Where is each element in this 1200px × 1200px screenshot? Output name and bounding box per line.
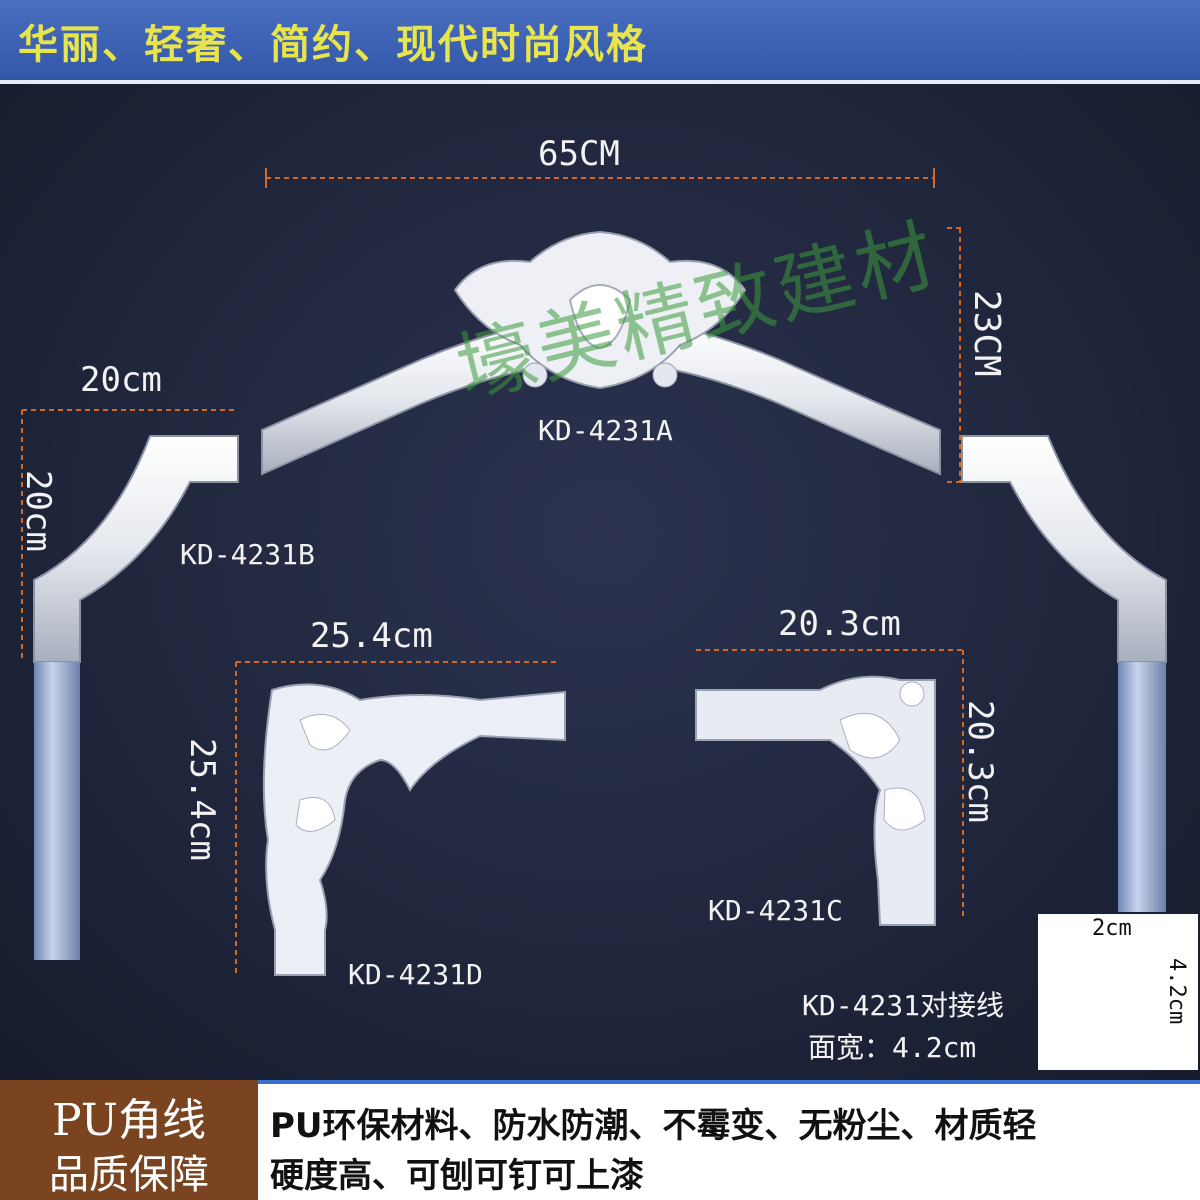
dim-left-height: 20cm	[18, 470, 58, 552]
header-title: 华丽、轻奢、简约、现代时尚风格	[18, 22, 648, 68]
dim-d-width: 25.4cm	[310, 616, 433, 656]
footer-badge-line2: 品质保障	[49, 1152, 209, 1198]
dim-left-width: 20cm	[80, 360, 162, 400]
footer-line2: 硬度高、可刨可钉可上漆	[270, 1156, 644, 1196]
footer-description: PU环保材料、防水防潮、不霉变、无粉尘、材质轻 硬度高、可刨可钉可上漆	[258, 1080, 1200, 1200]
code-b: KD-4231B	[180, 538, 315, 571]
profile-face-width: 面宽：4.2cm	[808, 1031, 977, 1064]
header-banner: 华丽、轻奢、简约、现代时尚风格	[0, 0, 1200, 84]
profile-title: KD-4231对接线	[802, 989, 1005, 1022]
code-c: KD-4231C	[708, 894, 843, 927]
corner-molding-b	[33, 435, 239, 960]
ornate-corner-c	[695, 675, 936, 926]
footer-badge-line1: PU角线	[52, 1095, 206, 1146]
profile-box: 2cm 4.2cm	[1038, 914, 1198, 1070]
dim-c-height: 20.3cm	[960, 700, 1000, 823]
profile-width: 2cm	[1092, 916, 1132, 941]
dim-top-height: 23CM	[966, 290, 1007, 377]
footer-badge: PU角线 品质保障	[0, 1080, 258, 1200]
dimension-lines	[21, 168, 964, 975]
dim-c-width: 20.3cm	[778, 604, 901, 644]
dim-top-width: 65CM	[538, 134, 620, 174]
dim-d-height: 25.4cm	[182, 738, 222, 861]
corner-molding-right	[961, 435, 1167, 912]
footer-line1: PU环保材料、防水防潮、不霉变、无粉尘、材质轻	[270, 1106, 1037, 1146]
profile-height: 4.2cm	[1164, 958, 1189, 1025]
code-a: KD-4231A	[538, 414, 673, 447]
ornate-corner-d	[262, 683, 566, 976]
arch-molding-a	[261, 230, 941, 476]
code-d: KD-4231D	[348, 958, 483, 991]
